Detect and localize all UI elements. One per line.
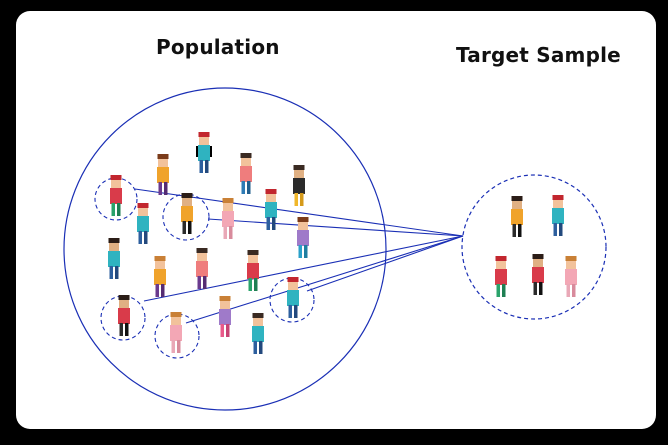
connector-line (185, 235, 464, 324)
population-people (108, 132, 309, 354)
person-figure-icon (240, 153, 252, 194)
sample-people (495, 195, 577, 297)
person-figure-icon (565, 256, 577, 297)
sampling-diagram (63, 87, 607, 411)
person-figure-icon (108, 238, 120, 279)
selected-member-ring (154, 313, 200, 359)
person-figure-icon (287, 277, 299, 318)
person-figure-icon (196, 248, 208, 289)
person-figure-icon (219, 296, 231, 337)
population-circle (63, 87, 387, 411)
person-figure-icon (137, 203, 149, 244)
selected-member-ring (100, 295, 146, 341)
person-figure-icon (247, 250, 259, 291)
person-figure-icon (495, 256, 507, 297)
person-figure-icon (154, 256, 166, 297)
sampling-connectors (134, 188, 464, 324)
person-figure-icon (222, 198, 234, 239)
person-figure-icon (265, 189, 277, 230)
selected-member-ring (269, 277, 315, 323)
target-sample-title: Target Sample (456, 43, 621, 67)
person-figure-icon (170, 312, 182, 353)
person-figure-icon (118, 295, 130, 336)
person-figure-icon (181, 193, 193, 234)
connector-line (306, 235, 464, 292)
person-figure-icon (252, 313, 264, 354)
target-sample-circle (461, 174, 607, 320)
person-figure-icon (532, 254, 544, 295)
person-figure-icon (293, 165, 305, 206)
person-figure-icon (196, 132, 212, 173)
person-figure-icon (511, 196, 523, 237)
population-title: Population (156, 35, 280, 59)
person-figure-icon (552, 195, 564, 236)
diagram-panel: Population Target Sample (16, 11, 656, 429)
person-figure-icon (297, 217, 309, 258)
connector-line (143, 235, 464, 302)
person-figure-icon (110, 175, 122, 216)
person-figure-icon (157, 154, 169, 195)
connector-line (207, 218, 464, 237)
